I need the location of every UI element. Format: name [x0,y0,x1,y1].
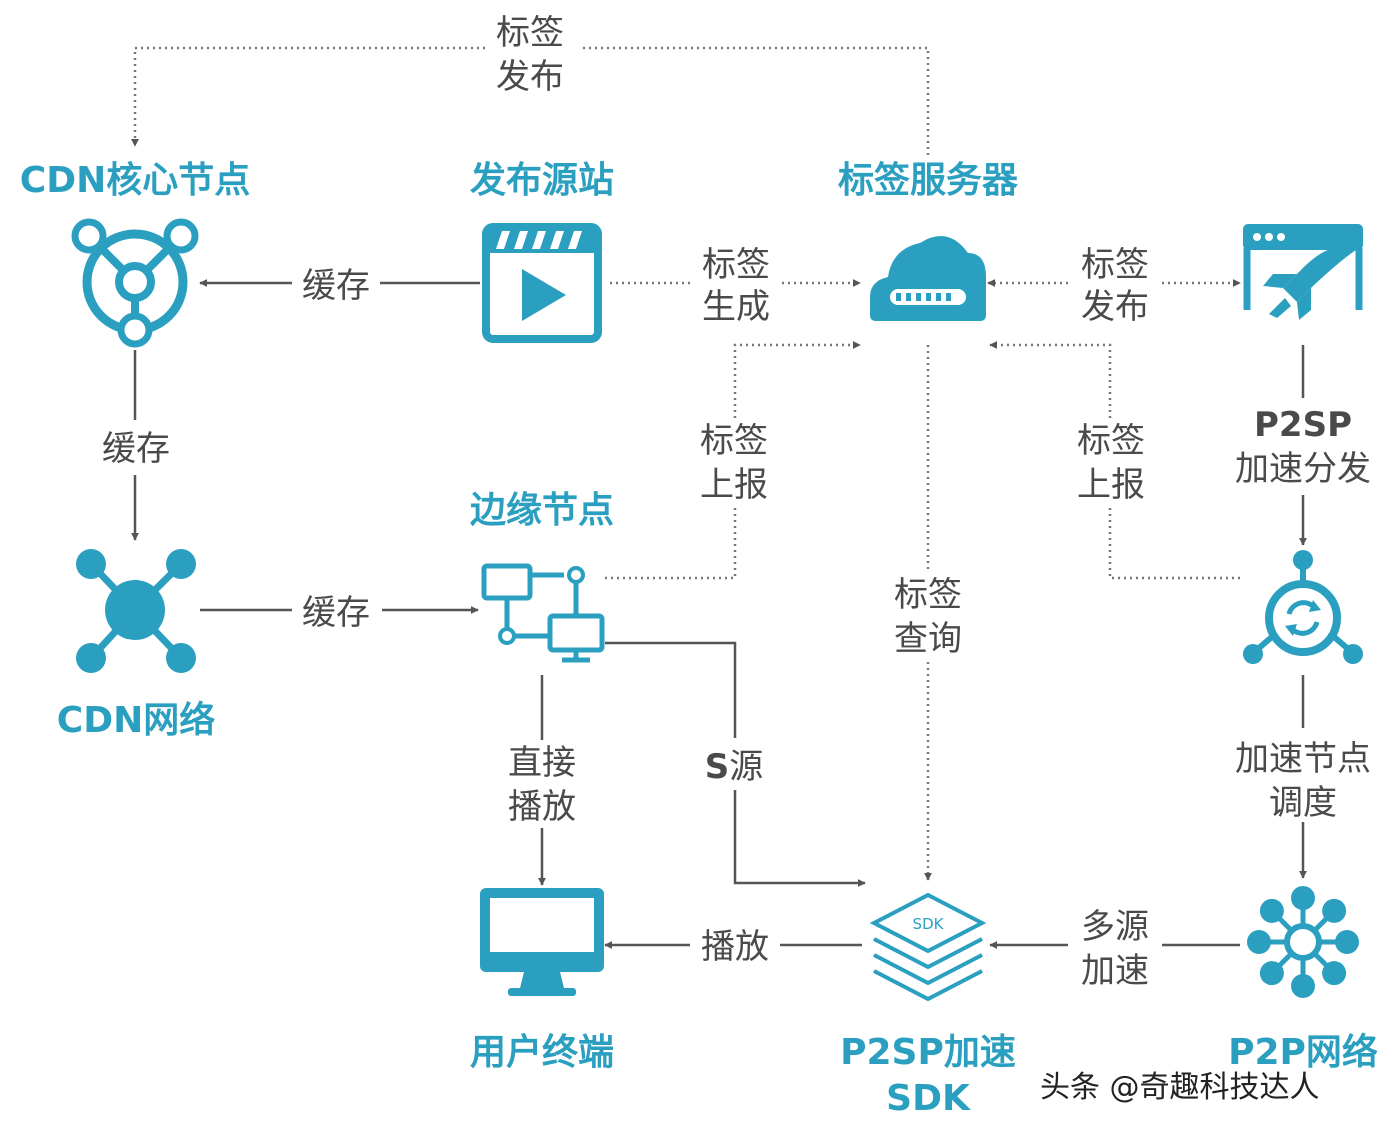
video-player-icon [482,223,602,343]
label-direct-play-1: 直接 [508,743,576,783]
label-edge-report-1: 标签 [700,421,768,461]
label-top-publish-2: 发布 [496,57,564,97]
label-multi-source-2: 加速 [1081,951,1149,991]
label-p2p-report-2: 上报 [1077,465,1145,505]
monitor-icon [480,888,604,996]
sdk-stack-icon: SDK [869,892,987,1002]
label-top-publish-1: 标签 [496,13,564,53]
p2p-peer [1291,974,1315,998]
label-edge-report-2: 上报 [700,465,768,505]
p2p-node-icon [1243,550,1363,664]
title-p2p-network: P2P网络 [1228,1031,1378,1073]
edge-node-icon [481,563,605,663]
cloud-server-icon [870,235,986,321]
p2p-peer [1335,930,1359,954]
cdn-network-icon [76,549,196,673]
title-user-terminal: 用户终端 [470,1032,614,1073]
rocket-window-icon [1243,224,1363,332]
label-schedule-2: 调度 [1269,783,1337,823]
cdn-core-icon [71,218,199,348]
label-direct-play-2: 播放 [508,787,576,827]
label-p2sp-1: P2SP [1254,405,1352,445]
label-cache-network-edge: 缓存 [302,593,370,633]
title-cdn-network: CDN网络 [57,699,215,741]
label-tag-publish-2: 发布 [1081,287,1149,327]
p2p-peer [1291,886,1315,910]
label-cache-origin-core: 缓存 [302,266,370,306]
title-edge-node: 边缘节点 [470,490,614,531]
edge-tag-report-p2p [990,345,1240,580]
edge-tag-report-edge [605,345,860,580]
label-tag-query-1: 标签 [894,575,962,615]
title-tag-server: 标签服务器 [838,160,1019,201]
sdk-badge-text: SDK [913,915,945,933]
p2p-peer [1322,961,1347,986]
label-tag-generate-2: 生成 [702,287,770,327]
p2p-network-icon [1247,886,1359,998]
p2p-peer [1322,898,1347,923]
label-p2sp-2: 加速分发 [1235,449,1371,489]
p2p-hub [1284,923,1322,961]
edge-s-source [605,641,865,883]
label-tag-publish-1: 标签 [1081,245,1149,285]
label-tag-query-2: 查询 [894,619,962,659]
label-schedule-1: 加速节点 [1235,739,1371,779]
p2p-peer [1259,898,1284,923]
label-cache-core-network: 缓存 [102,429,170,469]
p2p-peer [1247,930,1271,954]
edge-tag-publish-top [135,46,930,155]
title-cdn-core: CDN核心节点 [20,160,250,201]
title-sdk-suffix: SDK [886,1078,971,1119]
label-s-source: S源 [705,747,764,787]
title-sdk: P2SP加速 [840,1032,1016,1073]
title-publish-origin: 发布源站 [470,160,614,201]
label-multi-source-1: 多源 [1081,907,1149,947]
label-p2p-report-1: 标签 [1077,421,1145,461]
label-tag-generate-1: 标签 [702,245,770,285]
p2p-peer [1259,961,1284,986]
watermark-text: 头条 @奇趣科技达人 [1040,1070,1320,1105]
label-play: 播放 [701,927,769,967]
